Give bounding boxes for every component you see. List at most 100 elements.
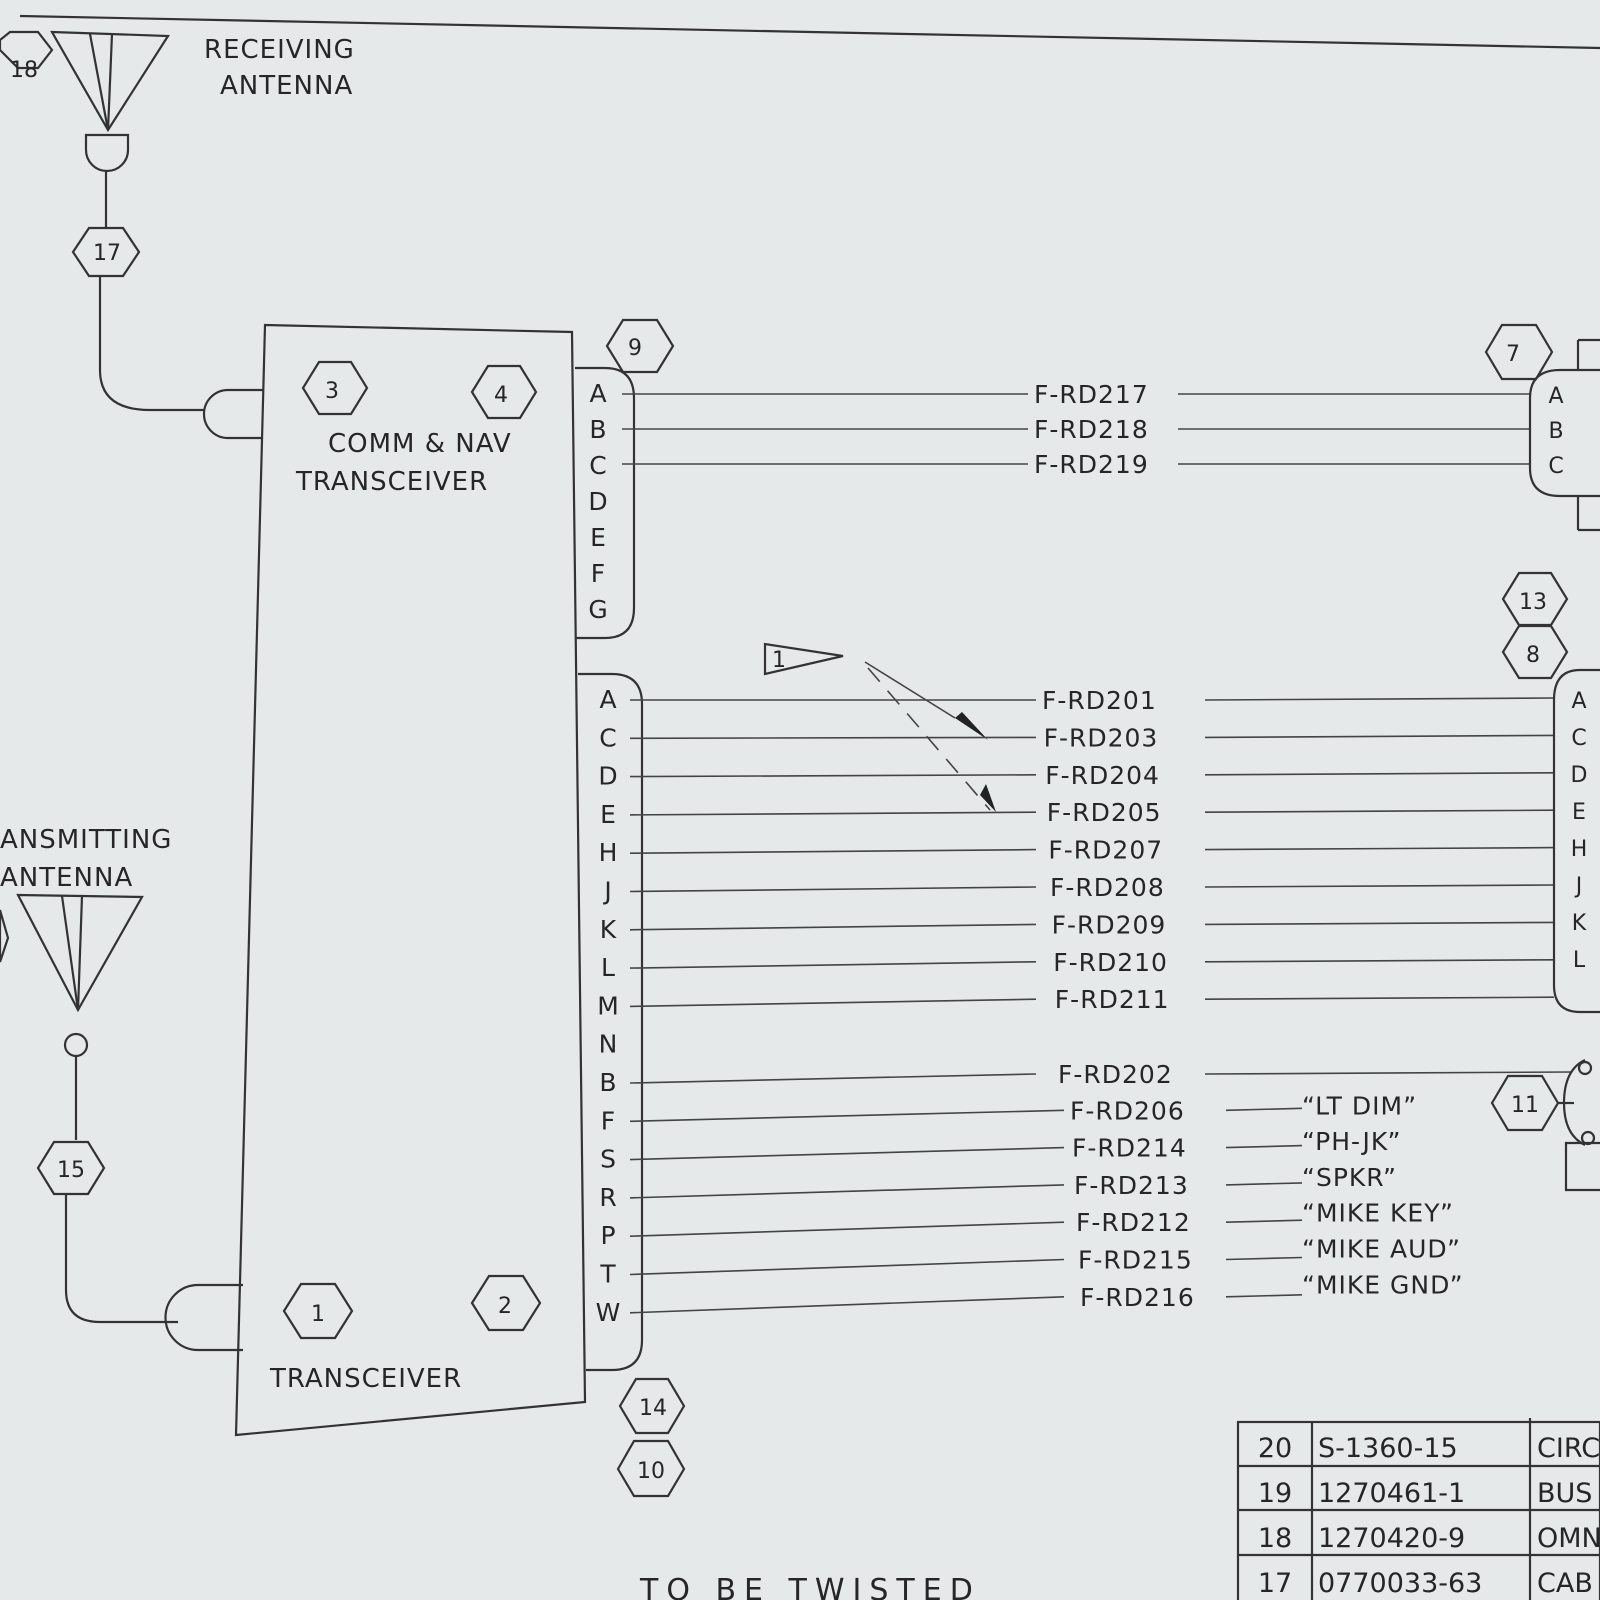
svg-text:15: 15	[57, 1158, 85, 1183]
wire-f-rd212: F-RD212 “MIKE KEY”	[629, 1199, 1454, 1237]
callout-8: 8	[1501, 624, 1569, 680]
svg-text:2: 2	[498, 1294, 512, 1319]
right-pin-C: C	[1571, 726, 1586, 751]
wire-id: F-RD217	[1034, 380, 1149, 409]
wire-f-rd217: F-RD217	[622, 380, 1530, 409]
callout-7: 7	[1484, 323, 1554, 381]
right-pin-K: K	[1572, 911, 1587, 936]
wire-f-rd216: F-RD216“MIKE GND”	[629, 1270, 1463, 1314]
wire-id: F-RD213	[1074, 1171, 1189, 1200]
receiving-antenna-base	[84, 133, 130, 173]
comm-antenna-connector	[202, 388, 263, 440]
svg-text:13: 13	[1519, 590, 1547, 615]
receiving-antenna-symbol-icon	[50, 30, 170, 133]
callout-2: 2	[470, 1274, 542, 1332]
item-number: 20	[1258, 1433, 1292, 1464]
callout-14: 14	[618, 1377, 686, 1435]
right-pin-C: C	[1548, 454, 1563, 479]
wire-id: F-RD209	[1052, 910, 1167, 939]
wire-runs: F-RD217F-RD218F-RD219F-RD201F-RD203F-RD2…	[622, 380, 1573, 1314]
wire-f-rd209: F-RD209	[629, 910, 1555, 939]
transmitting-antenna-symbol-icon	[16, 893, 144, 1013]
wire-f-rd208: F-RD208	[629, 873, 1555, 902]
transmitting-antenna-feed-line	[64, 1194, 178, 1324]
pin-lower-C: C	[599, 723, 616, 752]
wire-id: F-RD215	[1078, 1246, 1193, 1275]
pin-upper-F: F	[591, 559, 605, 588]
svg-text:3: 3	[325, 379, 339, 404]
wire-id: F-RD214	[1072, 1134, 1187, 1163]
wire-f-rd202: F-RD202	[629, 1060, 1573, 1089]
wire-id: F-RD212	[1076, 1208, 1191, 1237]
pin-lower-M: M	[597, 991, 619, 1020]
callout-1: 1	[282, 1282, 354, 1340]
svg-text:17: 17	[93, 241, 121, 266]
callout-10: 10	[616, 1439, 686, 1498]
wire-f-rd201: F-RD201	[630, 686, 1555, 715]
wire-f-rd207: F-RD207	[629, 836, 1555, 865]
item-number: 18	[1258, 1523, 1292, 1554]
right-upper-connector	[1528, 368, 1600, 498]
pin-lower-P: P	[600, 1221, 615, 1250]
right-pin-D: D	[1571, 763, 1588, 788]
top-border-rule	[19, 14, 1600, 50]
wire-f-rd210: F-RD210	[629, 948, 1555, 977]
transmitting-antenna-label-line1: ANSMITTING	[0, 825, 172, 855]
part-number: 0770033-63	[1318, 1568, 1482, 1599]
part-description: BUS	[1537, 1478, 1592, 1509]
wire-function-label: “MIKE KEY”	[1302, 1199, 1454, 1228]
svg-text:7: 7	[1506, 342, 1520, 367]
wire-id: F-RD202	[1058, 1060, 1173, 1089]
pin-lower-E: E	[600, 800, 616, 829]
callout-15: 15	[36, 1140, 106, 1196]
receiving-antenna-feed-line	[98, 276, 205, 412]
pin-lower-D: D	[598, 762, 617, 791]
part-number: 1270461-1	[1318, 1478, 1465, 1509]
connector-upper-shell	[575, 366, 636, 640]
note-flag-1: 1	[763, 642, 996, 812]
wire-function-label: “SPKR”	[1302, 1163, 1397, 1192]
wire-id: F-RD210	[1053, 948, 1168, 977]
bottom-note: TO BE TWISTED	[639, 1573, 981, 1600]
pin-upper-D: D	[588, 487, 607, 516]
pin-upper-G: G	[588, 595, 607, 624]
pin-upper-A: A	[589, 379, 606, 408]
wire-id: F-RD218	[1034, 415, 1149, 444]
svg-text:18: 18	[10, 58, 38, 83]
note-arrow-2-icon	[980, 784, 996, 812]
right-pin-A: A	[1571, 689, 1586, 714]
wire-id: F-RD208	[1050, 873, 1165, 902]
wire-f-rd211: F-RD211	[629, 985, 1555, 1014]
pin-upper-B: B	[589, 415, 606, 444]
receiving-antenna-label-line2: ANTENNA	[220, 71, 353, 101]
transceiver-antenna-connector	[164, 1283, 243, 1352]
receiving-antenna: RECEIVING ANTENNA	[50, 30, 355, 228]
wire-id: F-RD207	[1048, 836, 1163, 865]
connector-lower-shell	[578, 672, 644, 1372]
transmitting-antenna: ANSMITTING ANTENNA	[0, 825, 172, 1140]
wire-id: F-RD206	[1070, 1096, 1185, 1125]
receiving-antenna-label-line1: RECEIVING	[204, 35, 355, 65]
right-pin-B: B	[1548, 419, 1563, 444]
callout-3: 3	[301, 360, 369, 416]
pin-lower-N: N	[599, 1030, 618, 1059]
right-pin-J: J	[1574, 874, 1583, 899]
callout-4: 4	[470, 364, 538, 420]
pin-lower-K: K	[600, 915, 617, 944]
svg-text:1: 1	[772, 648, 786, 673]
right-upper-pins: ABC	[1548, 384, 1563, 479]
item-number: 17	[1258, 1568, 1292, 1599]
right-pin-H: H	[1571, 837, 1588, 862]
right-pin-A: A	[1548, 384, 1563, 409]
pin-upper-C: C	[589, 451, 606, 480]
wire-function-label: “LT DIM”	[1302, 1091, 1417, 1120]
wire-id: F-RD205	[1047, 798, 1162, 827]
svg-text:9: 9	[628, 336, 642, 361]
wire-f-rd203: F-RD203	[629, 723, 1555, 752]
part-number: S-1360-15	[1318, 1433, 1458, 1464]
